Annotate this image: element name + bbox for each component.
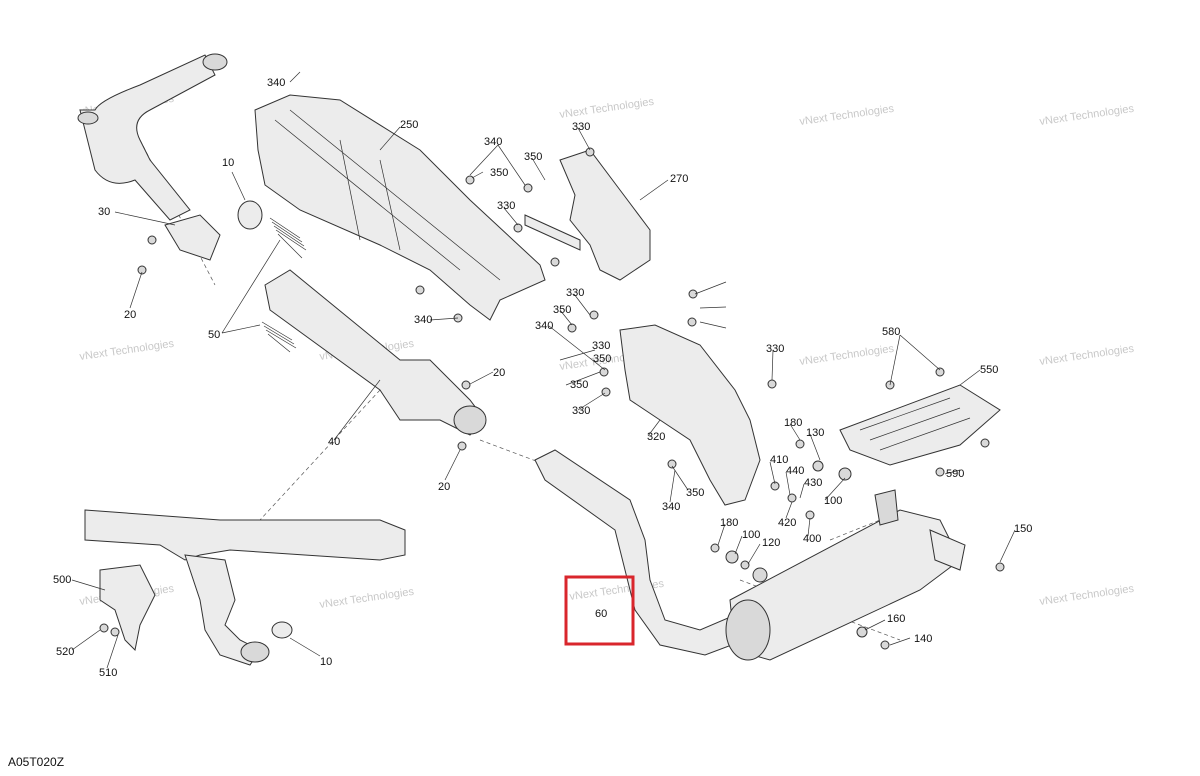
hardware xyxy=(99,147,1005,650)
callout-label: 100 xyxy=(824,495,842,507)
watermark: vNext Technologies xyxy=(799,343,895,368)
callout-label: 510 xyxy=(99,667,117,679)
part-heat-shield-small xyxy=(524,149,651,281)
callouts: 340 250 10 30 20 50 340 350 350 330 330 … xyxy=(53,77,1032,679)
part-heat-shield-mid xyxy=(619,324,761,506)
callout-label: 400 xyxy=(803,533,821,545)
watermark: vNext Technologies xyxy=(79,338,175,363)
diagram-reference: A05T020Z xyxy=(8,755,64,769)
part-springs xyxy=(261,217,307,353)
callout-label: 20 xyxy=(493,367,505,379)
callout-label: 340 xyxy=(414,314,432,326)
part-lower-pipe xyxy=(84,509,406,666)
callout-label: 350 xyxy=(553,304,571,316)
callout-label: 550 xyxy=(980,364,998,376)
callout-label: 130 xyxy=(806,427,824,439)
watermark: vNext Technologies xyxy=(1039,343,1135,368)
callout-label: 350 xyxy=(593,353,611,365)
callout-label: 340 xyxy=(267,77,285,89)
callout-label: 100 xyxy=(742,529,760,541)
watermark: vNext Technologies xyxy=(559,96,655,121)
callout-label: 330 xyxy=(572,121,590,133)
callout-label: 350 xyxy=(490,167,508,179)
callout-label: 30 xyxy=(98,206,110,218)
part-middle-pipe xyxy=(264,269,487,436)
callout-label: 350 xyxy=(524,151,542,163)
callout-label: 20 xyxy=(438,481,450,493)
callout-label: 330 xyxy=(566,287,584,299)
callout-label: 350 xyxy=(570,379,588,391)
leader-lines xyxy=(71,71,1016,669)
callout-label: 40 xyxy=(328,436,340,448)
part-header-pipe-upper xyxy=(77,53,263,261)
callout-label: 420 xyxy=(778,517,796,529)
watermark: vNext Technologies xyxy=(319,586,415,611)
callout-label: 160 xyxy=(887,613,905,625)
callout-label: 580 xyxy=(882,326,900,338)
watermark: vNext Technologies xyxy=(799,103,895,128)
callout-label: 180 xyxy=(720,517,738,529)
callout-label: 520 xyxy=(56,646,74,658)
callout-label: 140 xyxy=(914,633,932,645)
callout-label: 330 xyxy=(766,343,784,355)
watermark: vNext Technologies xyxy=(1039,103,1135,128)
callout-label: 250 xyxy=(400,119,418,131)
callout-highlighted-label: 60 xyxy=(595,608,607,620)
callout-label: 350 xyxy=(686,487,704,499)
callout-label: 340 xyxy=(662,501,680,513)
callout-label: 430 xyxy=(804,477,822,489)
callout-label: 10 xyxy=(222,157,234,169)
callout-label: 330 xyxy=(592,340,610,352)
callout-label: 120 xyxy=(762,537,780,549)
callout-label: 340 xyxy=(535,320,553,332)
callout-label: 10 xyxy=(320,656,332,668)
callout-label: 270 xyxy=(670,173,688,185)
callout-label: 500 xyxy=(53,574,71,586)
part-skid-plate xyxy=(839,384,1001,466)
callout-label: 340 xyxy=(484,136,502,148)
callout-label: 440 xyxy=(786,465,804,477)
callout-label: 590 xyxy=(946,468,964,480)
part-muffler xyxy=(725,489,966,661)
callout-label: 410 xyxy=(770,454,788,466)
callout-label: 180 xyxy=(784,417,802,429)
callout-label: 20 xyxy=(124,309,136,321)
callout-label: 50 xyxy=(208,329,220,341)
callout-label: 330 xyxy=(497,200,515,212)
callout-label: 330 xyxy=(572,405,590,417)
highlight-box xyxy=(564,575,635,646)
callout-label: 150 xyxy=(1014,523,1032,535)
watermark: vNext Technologies xyxy=(1039,583,1135,608)
callout-label: 320 xyxy=(647,431,665,443)
part-heat-shield-top xyxy=(254,94,546,321)
